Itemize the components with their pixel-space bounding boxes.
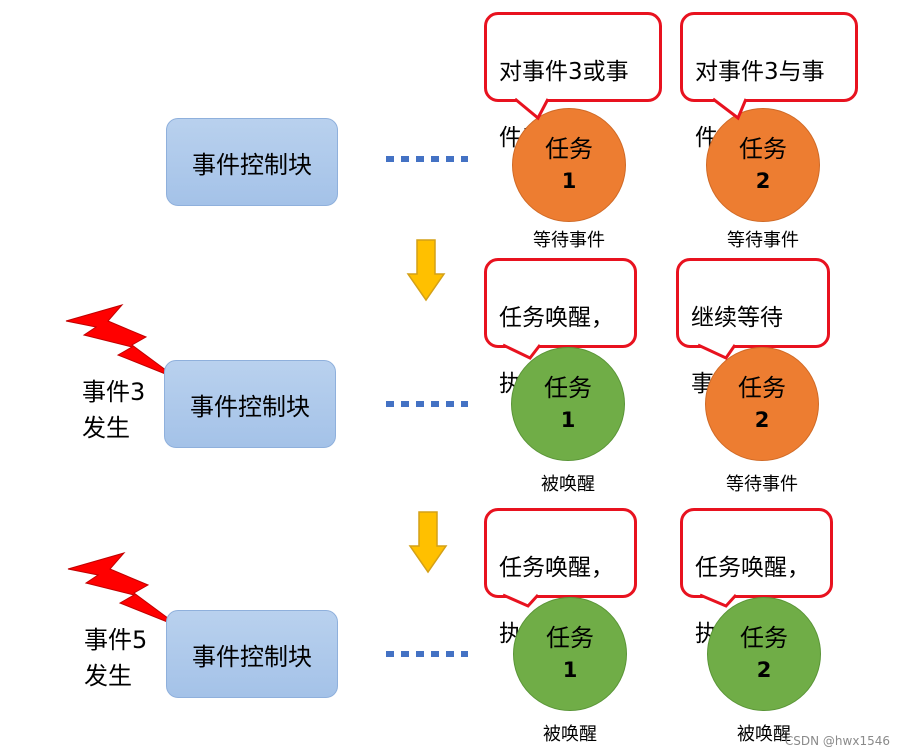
task-status: 被唤醒 xyxy=(541,474,595,495)
callout-line: 任务唤醒， xyxy=(499,555,614,581)
task-status: 被唤醒 xyxy=(543,724,597,745)
task-number: 2 xyxy=(756,658,772,682)
task-label: 任务 xyxy=(544,374,592,402)
task-label: 任务 xyxy=(740,624,788,652)
task-number: 2 xyxy=(754,408,770,432)
event-control-block-1: 事件控制块 xyxy=(166,118,338,206)
task-label: 任务 xyxy=(545,135,593,163)
down-arrow-icon xyxy=(406,239,446,302)
event-label-row3: 事件5 发生 xyxy=(84,622,147,694)
task-2-row3: 任务 2 xyxy=(707,597,821,711)
task-1-row3: 任务 1 xyxy=(513,597,627,711)
task-1-row2: 任务 1 xyxy=(511,347,625,461)
callout-row1-task1: 对事件3或事 件5感兴趣 xyxy=(484,12,662,151)
callout-row3-task1: 任务唤醒， 执行操作 xyxy=(484,508,637,647)
task-label: 任务 xyxy=(739,135,787,163)
event-line: 发生 xyxy=(82,414,130,442)
task-status: 等待事件 xyxy=(533,230,605,251)
dotted-connector-2 xyxy=(386,401,468,407)
task-number: 1 xyxy=(562,658,578,682)
callout-line: 任务唤醒， xyxy=(695,555,810,581)
dotted-connector-1 xyxy=(386,156,468,162)
callout-line: 任务唤醒， xyxy=(499,305,614,331)
event-line: 发生 xyxy=(84,662,132,690)
event-control-block-3: 事件控制块 xyxy=(166,610,338,698)
callout-row3-task2: 任务唤醒， 执行操作 xyxy=(680,508,833,647)
watermark: CSDN @hwx1546 xyxy=(784,734,890,748)
task-number: 1 xyxy=(561,169,577,193)
task-number: 1 xyxy=(560,408,576,432)
callout-row2-task1: 任务唤醒， 执行操作 xyxy=(484,258,637,397)
task-2-row2: 任务 2 xyxy=(705,347,819,461)
event-line: 事件3 xyxy=(82,378,146,406)
task-status: 等待事件 xyxy=(727,230,799,251)
task-label: 任务 xyxy=(738,374,786,402)
task-label: 任务 xyxy=(546,624,594,652)
down-arrow-icon xyxy=(408,511,448,574)
callout-line: 继续等待 xyxy=(691,305,783,331)
task-1-row1: 任务 1 xyxy=(512,108,626,222)
callout-row1-task2: 对事件3与事 件5感兴趣 xyxy=(680,12,858,151)
event-control-block-2: 事件控制块 xyxy=(164,360,336,448)
task-number: 2 xyxy=(755,169,771,193)
task-status: 等待事件 xyxy=(726,474,798,495)
task-2-row1: 任务 2 xyxy=(706,108,820,222)
callout-line: 对事件3与事 xyxy=(695,59,825,85)
event-line: 事件5 xyxy=(84,626,148,654)
event-label-row2: 事件3 发生 xyxy=(82,374,145,446)
callout-line: 对事件3或事 xyxy=(499,59,629,85)
dotted-connector-3 xyxy=(386,651,468,657)
task-status: 被唤醒 xyxy=(737,724,791,745)
